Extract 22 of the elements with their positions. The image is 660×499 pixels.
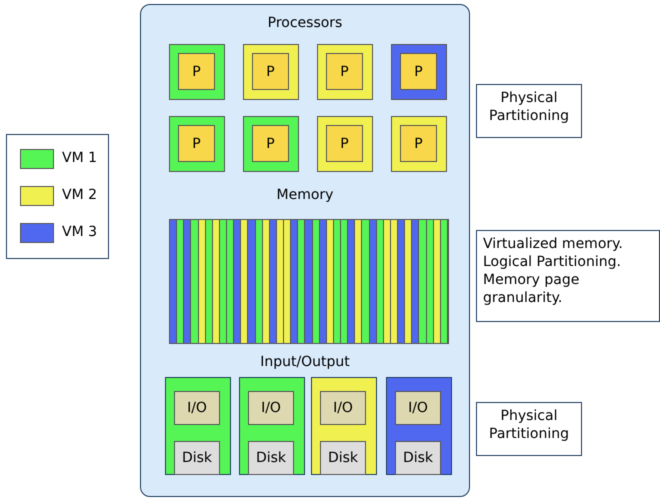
section-heading: Input/Output [259, 354, 351, 370]
section-heading: Memory [276, 187, 334, 203]
section-heading: Processors [266, 15, 344, 31]
processor-box: P [178, 53, 215, 90]
processor-box: P [326, 125, 363, 162]
legend-label: VM 2 [62, 187, 98, 203]
processor-box: P [400, 53, 437, 90]
io-box: I/O [174, 391, 220, 425]
legend-label: VM 1 [62, 150, 98, 166]
io-box: I/O [248, 391, 294, 425]
note-box: Virtualized memory. Logical Partitioning. Memory page granularity. [476, 230, 660, 322]
note-box: Physical Partitioning [476, 84, 582, 138]
note-box: Physical Partitioning [476, 402, 582, 456]
system-panel [140, 4, 470, 497]
processor-box: P [178, 125, 215, 162]
processor-box: P [326, 53, 363, 90]
processor-box: P [400, 125, 437, 162]
processor-box: P [252, 53, 289, 90]
legend-label: VM 3 [62, 224, 98, 240]
io-box: I/O [395, 391, 441, 425]
processor-box: P [252, 125, 289, 162]
io-box: I/O [320, 391, 366, 425]
